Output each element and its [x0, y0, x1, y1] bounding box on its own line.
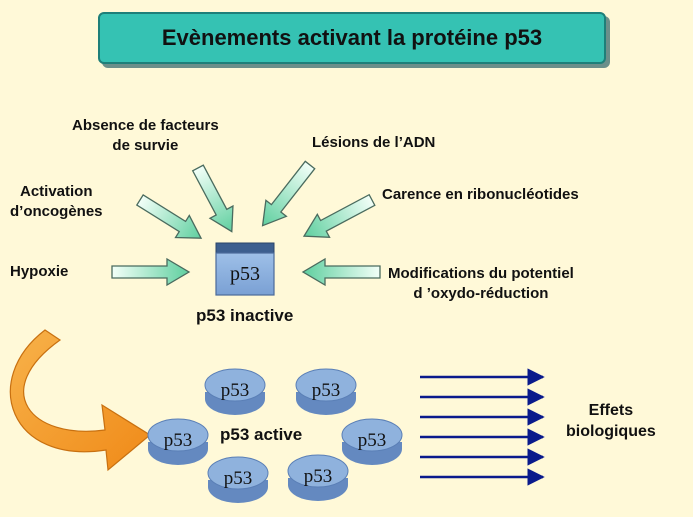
arrow-hypoxie — [111, 257, 191, 287]
label-activation-oncogenes: Activation d’oncogènes — [10, 182, 103, 222]
label-line: Activation — [20, 183, 93, 200]
title-banner: Evènements activant la protéine p53 — [98, 12, 606, 64]
label-lesions-adn: Lésions de l’ADN — [312, 134, 436, 151]
curved-transition-arrow — [9, 329, 152, 472]
arrow-carence — [302, 193, 376, 238]
arrow-activation-oncogenes — [135, 194, 203, 239]
label-line: Absence de facteurs — [72, 117, 219, 134]
label-absence-facteurs: Absence de facteurs de survie — [72, 116, 219, 156]
p53-disc: p53 — [341, 418, 403, 465]
arrow-modifications — [301, 257, 381, 287]
label-carence: Carence en ribonucléotides — [382, 186, 579, 203]
caption-p53-inactive: p53 inactive — [196, 306, 294, 325]
p53-disc: p53 — [204, 368, 266, 415]
svg-text:p53: p53 — [312, 380, 341, 401]
arrow-absence-facteurs — [191, 164, 234, 233]
page-title: Evènements activant la protéine p53 — [161, 25, 543, 50]
caption-p53-active: p53 active — [220, 425, 303, 444]
svg-text:p53: p53 — [221, 380, 250, 401]
effect-arrows — [420, 368, 545, 486]
p53-active-discs: p53 p53 p53 p53 — [147, 368, 403, 503]
svg-text:p53: p53 — [358, 430, 387, 451]
arrow-lesions-adn — [261, 160, 316, 227]
p53-inactive-box: p53 — [215, 242, 275, 296]
svg-text:p53: p53 — [224, 468, 253, 489]
p53-disc: p53 — [287, 454, 349, 501]
p53-disc: p53 — [207, 456, 269, 503]
label-line: Effets — [588, 402, 634, 419]
label-hypoxie: Hypoxie — [10, 263, 69, 280]
label-modifications: Modifications du potentiel d ’oxydo-rédu… — [388, 264, 574, 304]
label-line: Modifications du potentiel — [388, 265, 574, 282]
label-line: d’oncogènes — [10, 203, 103, 220]
p53-disc: p53 — [295, 368, 357, 415]
svg-text:p53: p53 — [304, 466, 333, 487]
svg-text:p53: p53 — [164, 430, 193, 451]
label-effets-biologiques: Effets biologiques — [566, 400, 656, 442]
label-line: de survie — [112, 137, 179, 154]
p53-inactive-label: p53 — [230, 263, 260, 285]
label-line: biologiques — [566, 423, 656, 440]
p53-disc: p53 — [147, 418, 209, 465]
label-line: d ’oxydo-réduction — [413, 285, 549, 302]
